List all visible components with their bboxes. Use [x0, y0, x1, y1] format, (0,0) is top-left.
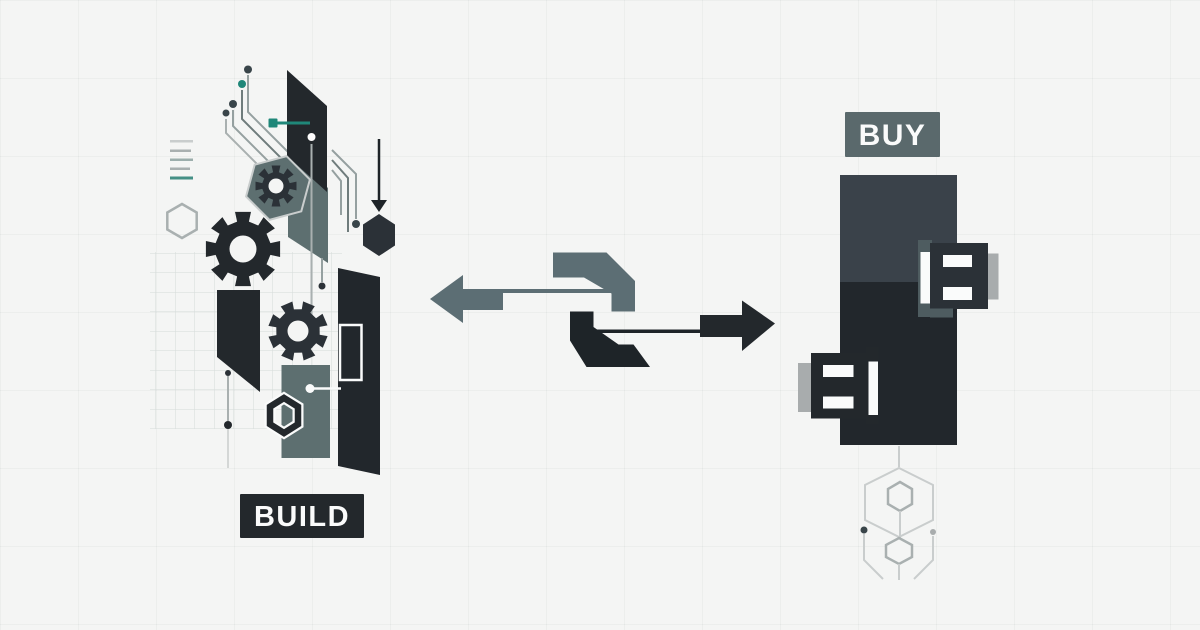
notes-lines	[170, 140, 193, 180]
plug-slot-top	[943, 255, 972, 267]
molecule-link	[863, 534, 884, 580]
gear-hole	[287, 320, 309, 342]
circuit-traces	[222, 65, 321, 209]
dark-panel	[287, 70, 327, 192]
circuit-node-icon	[222, 109, 230, 117]
molecule-dot-left	[860, 526, 868, 534]
arrow-left-icon	[430, 275, 612, 323]
buy-badge-bg	[845, 112, 940, 157]
exchange-arrows	[430, 252, 775, 367]
plug-pin	[920, 252, 932, 304]
elbow-slate	[553, 252, 635, 312]
panel-trace	[331, 149, 357, 219]
circuit-node-icon	[238, 80, 246, 88]
teal-connector	[268, 118, 310, 128]
teal-rect-panel	[281, 365, 330, 458]
arrow-down-head	[371, 200, 387, 212]
circuit-ring-icon	[304, 130, 319, 144]
molecule-link	[913, 536, 934, 580]
plug-pin	[867, 361, 878, 415]
circuit-node-icon	[352, 220, 360, 228]
build-cluster: BUILD	[150, 65, 395, 538]
arrow-right-head	[742, 300, 775, 351]
build-badge-bg	[240, 494, 364, 538]
build-badge: BUILD	[240, 494, 364, 538]
dark-column-left	[217, 290, 260, 392]
trail-dot	[225, 370, 231, 376]
circuit-node-icon	[229, 100, 237, 108]
panel-trace	[331, 169, 342, 215]
build-badge-label: BUILD	[254, 501, 350, 533]
white-connector	[305, 384, 341, 393]
hexagon-node-small-top	[886, 480, 914, 513]
dots-trail	[224, 370, 232, 468]
buy-badge-label: BUY	[859, 119, 927, 152]
note-line	[170, 140, 193, 143]
elbow-dark	[570, 311, 650, 367]
hexagon-outline-icon	[166, 202, 198, 240]
plug-tab	[798, 363, 811, 412]
teal-node	[268, 118, 278, 128]
arrow-left-line	[503, 289, 612, 293]
note-line	[170, 158, 193, 161]
note-line	[170, 167, 190, 170]
circuit-node-icon	[318, 282, 326, 290]
note-line-accent	[170, 176, 193, 180]
white-node	[305, 384, 315, 393]
note-line	[170, 149, 191, 152]
trail-dot	[224, 421, 232, 429]
buy-badge: BUY	[845, 112, 940, 157]
circuit-node-icon	[244, 65, 252, 74]
plug-slot-bottom	[943, 287, 972, 300]
gear-hole	[268, 178, 284, 194]
arrow-left-head	[430, 275, 503, 323]
white-frame	[338, 323, 363, 382]
molecule-dot-right	[930, 529, 936, 535]
arrow-down-icon	[371, 139, 387, 212]
plug-icon-left	[798, 347, 879, 424]
plug-icon-right	[918, 240, 999, 318]
hexagon-solid-icon	[363, 214, 395, 256]
panel-traces	[310, 143, 360, 348]
plug-tab	[987, 253, 999, 300]
plug-slot-bottom	[823, 396, 854, 409]
panel-trace	[331, 159, 349, 232]
plug-foot	[930, 308, 953, 318]
arrow-right-icon	[593, 300, 775, 351]
arrow-right-line	[593, 329, 700, 333]
hexagon-ring-icon	[266, 394, 302, 437]
plug-body	[811, 353, 869, 419]
buy-cluster: BUY	[798, 112, 999, 580]
arrow-right-shaft	[700, 315, 742, 337]
molecule-diagram	[860, 446, 936, 580]
hexagon-node-small-bottom	[884, 536, 914, 566]
gear-hole	[229, 235, 257, 263]
plug-slot-top	[823, 365, 854, 377]
dark-column-right	[338, 268, 380, 475]
